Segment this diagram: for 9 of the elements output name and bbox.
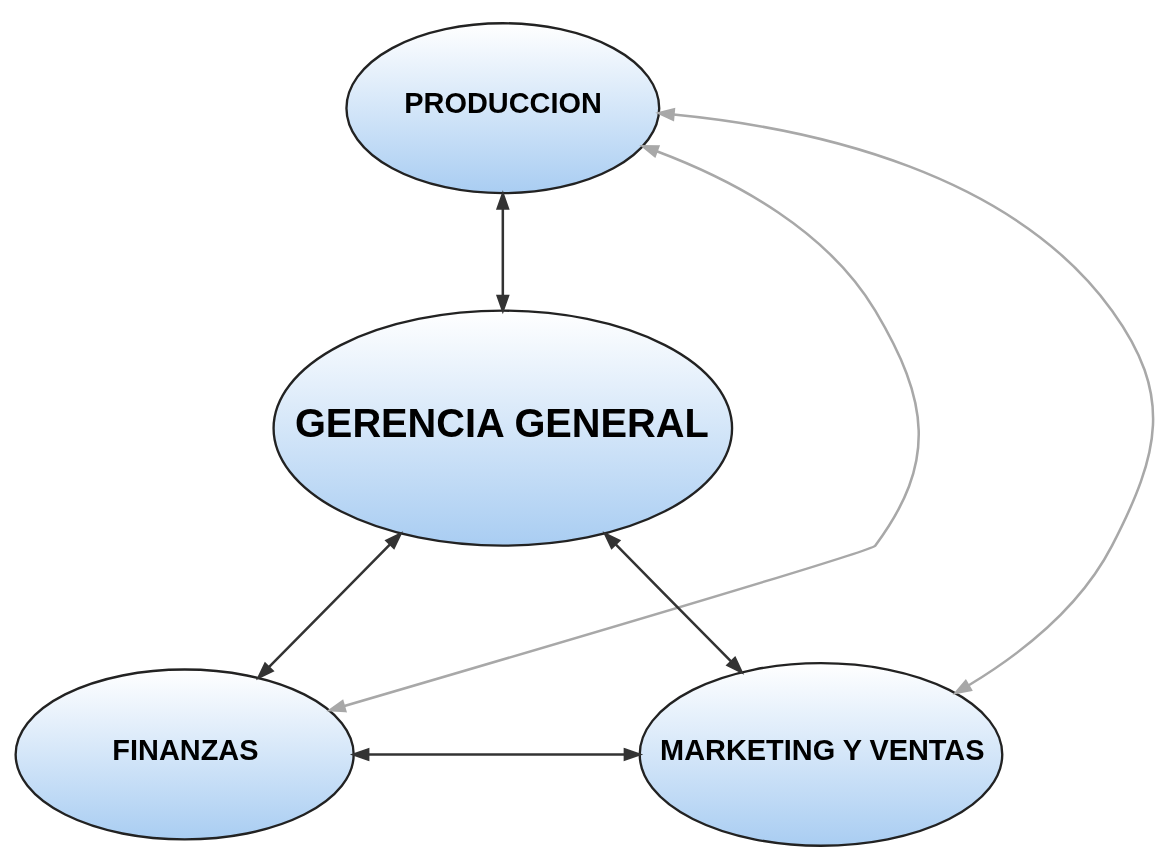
node-ellipse: FINANZAS (14, 667, 355, 841)
arrow (495, 189, 510, 314)
arrow (655, 107, 1155, 695)
node-ellipse: GERENCIA GENERAL (272, 309, 734, 547)
arrow (602, 530, 745, 675)
node-ellipse: MARKETING Y VENTAS (638, 661, 1004, 847)
arrow (255, 530, 404, 680)
arrow (349, 747, 644, 761)
arrow (326, 144, 920, 712)
